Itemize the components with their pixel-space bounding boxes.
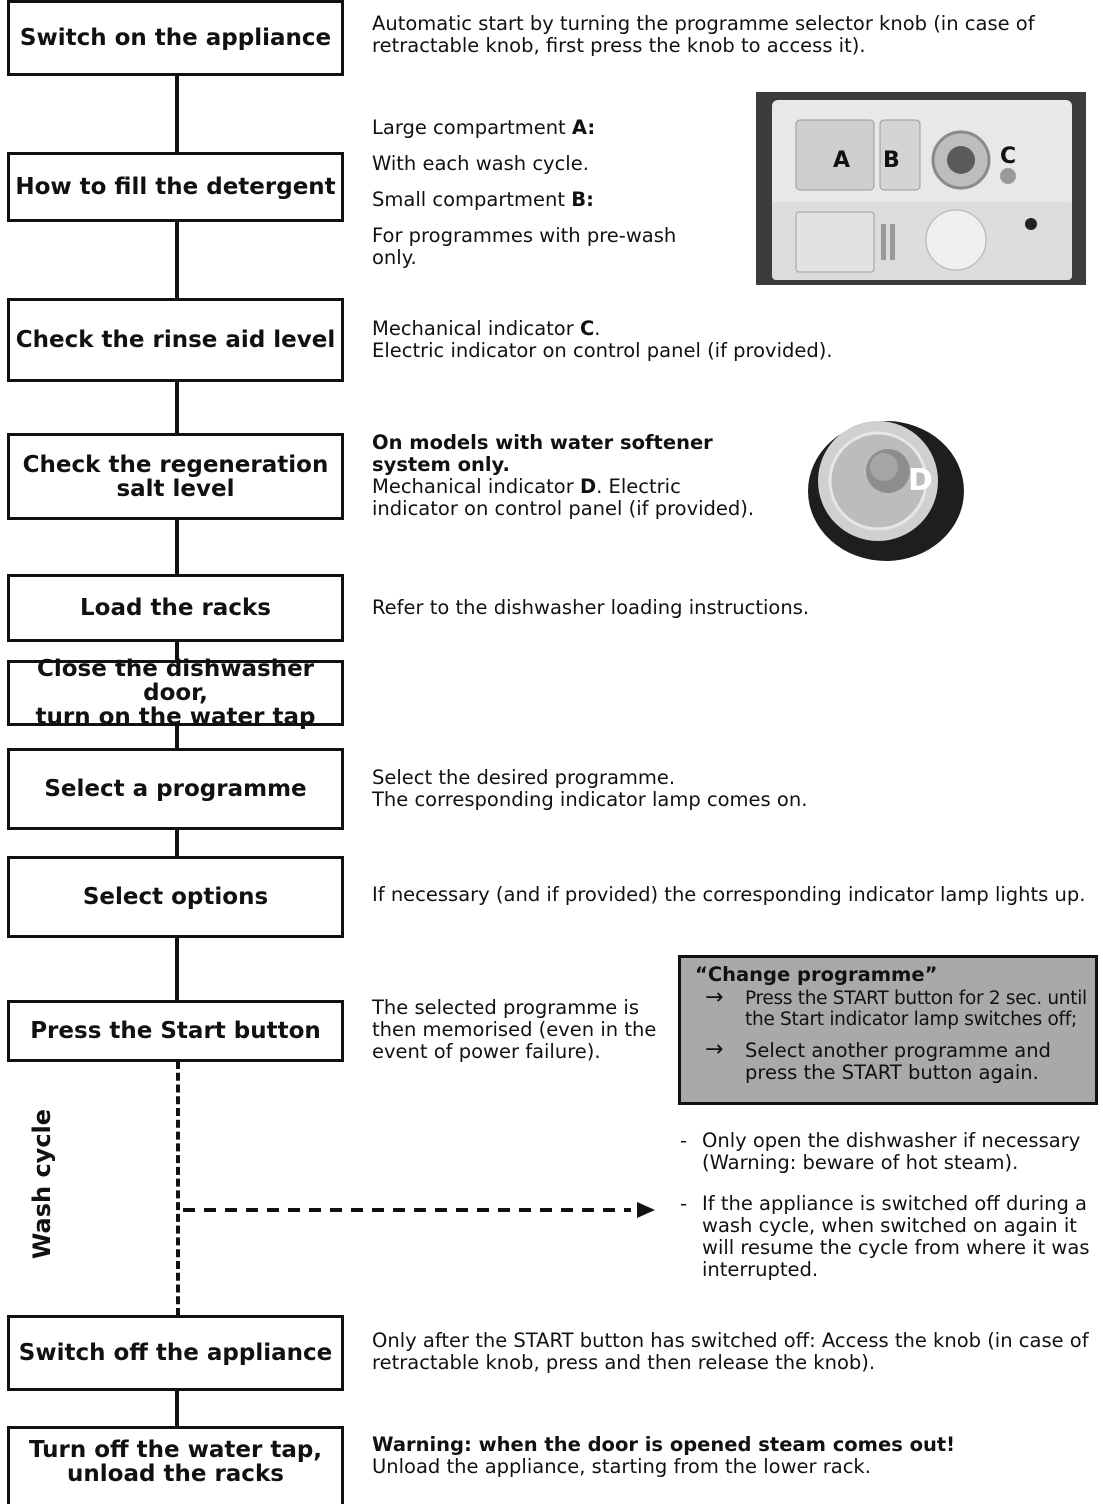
salt-description: On models with water softener system onl… xyxy=(372,431,755,520)
rinse-aid-description: Mechanical indicator C. Electric indicat… xyxy=(372,317,833,362)
wash-cycle-arrow xyxy=(179,1200,659,1220)
load-racks-description: Refer to the dishwasher loading instruct… xyxy=(372,596,810,619)
step-fill-detergent: How to fill the detergent xyxy=(7,152,344,222)
connector-line xyxy=(175,641,179,661)
wash-cycle-label: Wash cycle xyxy=(28,1108,56,1260)
step-press-start: Press the Start button xyxy=(7,1000,344,1062)
change-programme-item: → Select another programme and press the… xyxy=(705,1037,1051,1084)
connector-line xyxy=(175,725,179,749)
step-label: Press the Start button xyxy=(30,1018,321,1044)
step-label: Switch off the appliance xyxy=(18,1340,333,1366)
step-label-line: Turn off the water tap, xyxy=(28,1436,323,1463)
connector-line xyxy=(175,381,179,435)
step-turn-off-tap: Turn off the water tap, unload the racks xyxy=(7,1426,344,1504)
step-select-options: Select options xyxy=(7,856,344,938)
step-label: How to fill the detergent xyxy=(15,174,336,200)
step-label: Select options xyxy=(82,884,269,910)
change-programme-item: → Press the START button for 2 sec. unti… xyxy=(705,985,1087,1031)
wash-note: - Only open the dishwasher if necessary … xyxy=(680,1129,1081,1174)
connector-line xyxy=(175,219,179,299)
step-label: Turn off the water tap, unload the racks xyxy=(29,1438,322,1486)
wash-cycle-dashed-line xyxy=(176,1061,180,1316)
step-label: Check the regeneration salt level xyxy=(23,453,329,501)
press-start-description: The selected programme is then memorised… xyxy=(372,996,657,1063)
wash-note: - If the appliance is switched off durin… xyxy=(680,1192,1090,1281)
step-close-door: Close the dishwasher door, turn on the w… xyxy=(7,657,344,729)
step-label: Select a programme xyxy=(44,776,307,802)
step-regeneration-salt: Check the regeneration salt level xyxy=(7,433,344,520)
detergent-dispenser-photo: A B C xyxy=(756,92,1086,285)
step-label-line: Check the regeneration xyxy=(22,451,329,478)
connector-line xyxy=(175,829,179,857)
arrow-right-icon: → xyxy=(705,985,724,1010)
step-switch-off: Switch off the appliance xyxy=(7,1315,344,1391)
step-label: Close the dishwasher door, turn on the w… xyxy=(10,657,341,729)
change-programme-title: “Change programme” xyxy=(695,963,938,986)
step-label: Load the racks xyxy=(80,595,271,621)
select-options-description: If necessary (and if provided) the corre… xyxy=(372,883,1086,906)
label-a: A xyxy=(833,148,851,173)
detergent-description: Large compartment A: With each wash cycl… xyxy=(372,116,677,269)
turn-off-description: Warning: when the door is opened steam c… xyxy=(372,1433,956,1478)
step-rinse-aid: Check the rinse aid level xyxy=(7,298,344,382)
step-label-line: Close the dishwasher door, xyxy=(36,656,315,706)
label-b: B xyxy=(883,148,900,173)
label-d: D xyxy=(908,463,933,498)
switch-on-description: Automatic start by turning the programme… xyxy=(372,12,1035,57)
connector-line xyxy=(175,519,179,575)
step-label-line: unload the racks xyxy=(67,1460,284,1487)
step-switch-on: Switch on the appliance xyxy=(7,0,344,76)
step-label-line: turn on the water tap xyxy=(35,704,316,730)
select-programme-description: Select the desired programme. The corres… xyxy=(372,766,808,811)
label-c: C xyxy=(1000,144,1017,169)
arrow-right-icon: → xyxy=(705,1037,724,1062)
step-label: Switch on the appliance xyxy=(19,25,332,51)
switch-off-description: Only after the START button has switched… xyxy=(372,1329,1089,1374)
salt-indicator-photo: D xyxy=(806,413,966,563)
connector-line xyxy=(175,74,179,154)
connector-line xyxy=(175,937,179,1001)
connector-line xyxy=(175,1389,179,1427)
step-select-programme: Select a programme xyxy=(7,748,344,830)
step-load-racks: Load the racks xyxy=(7,574,344,642)
change-programme-box: “Change programme” → Press the START but… xyxy=(678,955,1098,1105)
step-label-line: salt level xyxy=(116,475,235,502)
step-label: Check the rinse aid level xyxy=(15,327,336,353)
